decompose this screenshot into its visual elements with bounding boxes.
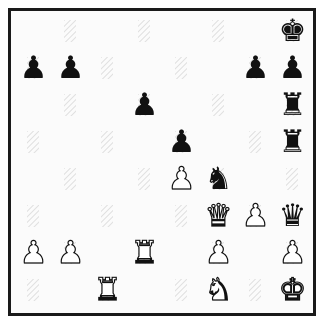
white-queen-icon[interactable]: ♛ [205, 198, 233, 235]
square-b7[interactable]: ♟ [52, 50, 89, 87]
square-c3[interactable] [89, 198, 126, 235]
square-b8[interactable] [52, 13, 89, 50]
square-f2[interactable]: ♟ [200, 235, 237, 272]
square-c4[interactable] [89, 161, 126, 198]
square-c5[interactable] [89, 124, 126, 161]
square-d4[interactable] [126, 161, 163, 198]
black-pawn-icon[interactable]: ♟ [279, 50, 307, 87]
white-pawn-icon[interactable]: ♟ [168, 161, 196, 198]
square-h7[interactable]: ♟ [274, 50, 311, 87]
square-a7[interactable]: ♟ [15, 50, 52, 87]
square-e4[interactable]: ♟ [163, 161, 200, 198]
square-g8[interactable] [237, 13, 274, 50]
square-a8[interactable] [15, 13, 52, 50]
white-pawn-icon[interactable]: ♟ [242, 198, 270, 235]
white-pawn-icon[interactable]: ♟ [279, 235, 307, 272]
square-b1[interactable] [52, 272, 89, 309]
square-b5[interactable] [52, 124, 89, 161]
square-a5[interactable] [15, 124, 52, 161]
square-e2[interactable] [163, 235, 200, 272]
square-c2[interactable] [89, 235, 126, 272]
square-c8[interactable] [89, 13, 126, 50]
black-pawn-icon[interactable]: ♟ [242, 50, 270, 87]
square-g4[interactable] [237, 161, 274, 198]
square-e1[interactable] [163, 272, 200, 309]
square-d6[interactable]: ♟ [126, 87, 163, 124]
square-g2[interactable] [237, 235, 274, 272]
square-h5[interactable]: ♜ [274, 124, 311, 161]
square-g7[interactable]: ♟ [237, 50, 274, 87]
square-f7[interactable] [200, 50, 237, 87]
black-queen-icon[interactable]: ♛ [279, 198, 307, 235]
square-f4[interactable]: ♞ [200, 161, 237, 198]
square-a2[interactable]: ♟ [15, 235, 52, 272]
square-e7[interactable] [163, 50, 200, 87]
square-d5[interactable] [126, 124, 163, 161]
square-b6[interactable] [52, 87, 89, 124]
square-a6[interactable] [15, 87, 52, 124]
square-c7[interactable] [89, 50, 126, 87]
square-h4[interactable] [274, 161, 311, 198]
square-c6[interactable] [89, 87, 126, 124]
square-a3[interactable] [15, 198, 52, 235]
white-king-icon[interactable]: ♚ [279, 272, 307, 309]
square-h2[interactable]: ♟ [274, 235, 311, 272]
square-f1[interactable]: ♞ [200, 272, 237, 309]
square-g6[interactable] [237, 87, 274, 124]
square-c1[interactable]: ♜ [89, 272, 126, 309]
square-b3[interactable] [52, 198, 89, 235]
white-pawn-icon[interactable]: ♟ [20, 235, 48, 272]
square-d8[interactable] [126, 13, 163, 50]
square-f6[interactable] [200, 87, 237, 124]
white-pawn-icon[interactable]: ♟ [205, 235, 233, 272]
square-h6[interactable]: ♜ [274, 87, 311, 124]
square-g5[interactable] [237, 124, 274, 161]
square-d1[interactable] [126, 272, 163, 309]
black-knight-icon[interactable]: ♞ [205, 161, 233, 198]
square-a4[interactable] [15, 161, 52, 198]
square-h3[interactable]: ♛ [274, 198, 311, 235]
square-f8[interactable] [200, 13, 237, 50]
square-a1[interactable] [15, 272, 52, 309]
white-pawn-icon[interactable]: ♟ [57, 235, 85, 272]
black-king-icon[interactable]: ♚ [279, 13, 307, 50]
square-b2[interactable]: ♟ [52, 235, 89, 272]
square-h1[interactable]: ♚ [274, 272, 311, 309]
white-rook-icon[interactable]: ♜ [131, 235, 159, 272]
square-b4[interactable] [52, 161, 89, 198]
square-e3[interactable] [163, 198, 200, 235]
square-d7[interactable] [126, 50, 163, 87]
board-grid: ♚♟♟♟♟♟♜♟♜♟♞♛♟♛♟♟♜♟♟♜♞♚ [15, 13, 311, 309]
square-g1[interactable] [237, 272, 274, 309]
black-rook-icon[interactable]: ♜ [279, 87, 307, 124]
black-pawn-icon[interactable]: ♟ [57, 50, 85, 87]
square-f5[interactable] [200, 124, 237, 161]
chess-board: ♚♟♟♟♟♟♜♟♜♟♞♛♟♛♟♟♜♟♟♜♞♚ [8, 8, 316, 316]
square-e8[interactable] [163, 13, 200, 50]
square-d2[interactable]: ♜ [126, 235, 163, 272]
square-h8[interactable]: ♚ [274, 13, 311, 50]
white-knight-icon[interactable]: ♞ [205, 272, 233, 309]
square-d3[interactable] [126, 198, 163, 235]
square-e6[interactable] [163, 87, 200, 124]
black-pawn-icon[interactable]: ♟ [131, 87, 159, 124]
black-rook-icon[interactable]: ♜ [279, 124, 307, 161]
white-rook-icon[interactable]: ♜ [94, 272, 122, 309]
square-e5[interactable]: ♟ [163, 124, 200, 161]
black-pawn-icon[interactable]: ♟ [20, 50, 48, 87]
black-pawn-icon[interactable]: ♟ [168, 124, 196, 161]
square-f3[interactable]: ♛ [200, 198, 237, 235]
square-g3[interactable]: ♟ [237, 198, 274, 235]
